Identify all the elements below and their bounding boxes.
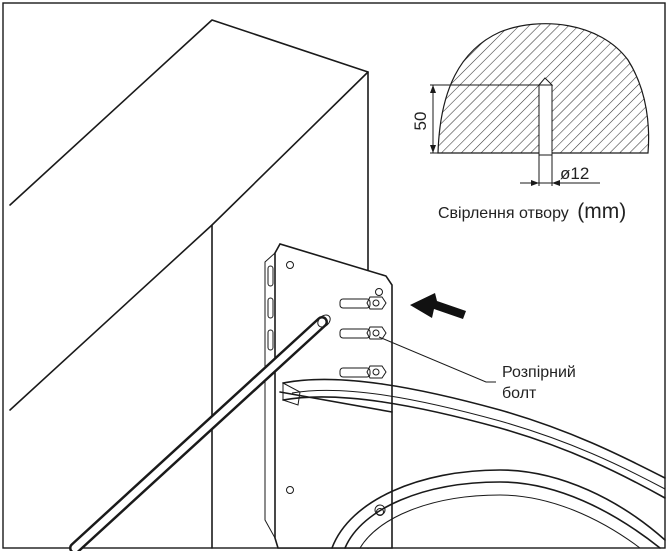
mounting-bracket: [264, 243, 393, 549]
drive-shaft: [69, 314, 331, 551]
dimension-diameter-label: ø12: [560, 164, 589, 183]
drilling-title: Свірлення отвору (mm): [438, 200, 626, 223]
drive-wheel: [331, 469, 666, 549]
bolt-middle: [339, 326, 387, 340]
bolt-label-line1: Розпірний: [502, 364, 576, 381]
drilling-title-text: Свірлення отвору: [438, 205, 569, 222]
bolt-top: [339, 296, 387, 310]
arrow-left-icon: [410, 293, 466, 319]
drill-hole-detail: [430, 23, 650, 186]
track-rail: [282, 378, 666, 499]
bolt-leader-line: [378, 336, 496, 383]
dimension-depth-label: 50: [411, 112, 430, 131]
drilling-unit: (mm): [577, 200, 626, 223]
bolt-label-line2: болт: [502, 385, 537, 402]
expansion-bolts: [339, 296, 387, 379]
bolt-bottom: [339, 365, 387, 379]
